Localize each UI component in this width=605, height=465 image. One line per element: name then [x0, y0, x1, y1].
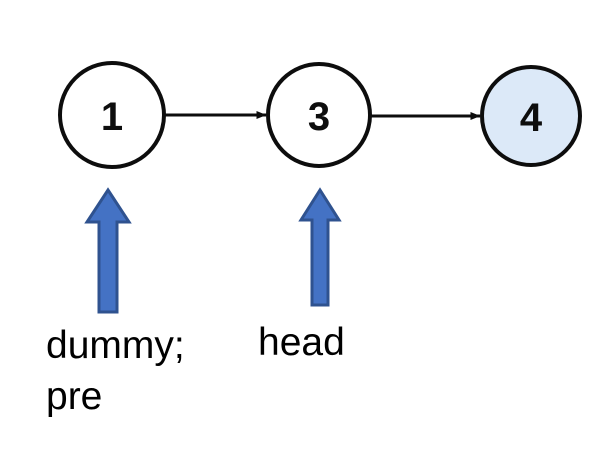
node-value-label: 3: [308, 95, 330, 139]
annotation-line-1: dummy;: [46, 324, 185, 367]
node-value-label: 1: [101, 95, 123, 139]
annotation-line-1: head: [258, 321, 345, 364]
annotation-head: head: [258, 321, 345, 364]
annotation-dummy-pre: dummy; pre: [46, 324, 185, 418]
up-arrow-icon: [84, 187, 132, 314]
list-node-3[interactable]: 3: [266, 62, 372, 168]
pointer-arrow-head: [298, 187, 342, 307]
pointer-arrow-dummy-pre: [84, 187, 132, 314]
node-circle-highlighted: [480, 65, 582, 167]
node-value-label: 4: [520, 96, 543, 140]
node-circle: [58, 61, 166, 169]
list-node-1[interactable]: 1: [58, 61, 166, 169]
annotation-line-2: pre: [46, 375, 102, 418]
up-arrow-icon: [298, 187, 342, 307]
list-node-4[interactable]: 4: [480, 65, 582, 167]
node-circle: [266, 62, 372, 168]
